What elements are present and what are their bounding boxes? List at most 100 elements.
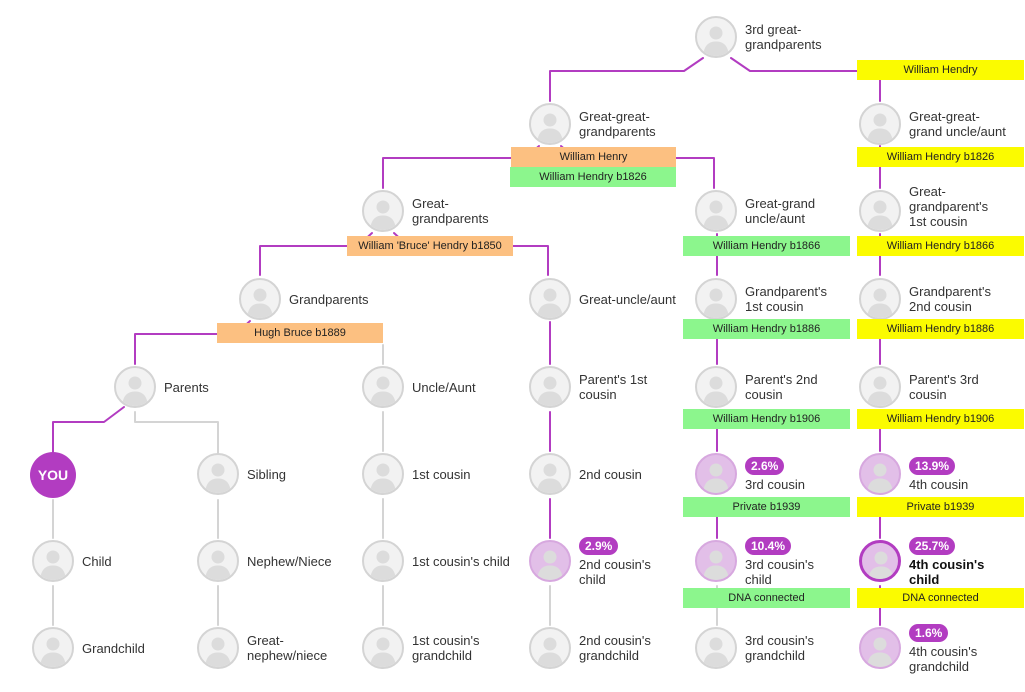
name-tag: Private b1939 [857,497,1024,517]
lineage-line [730,57,881,102]
avatar[interactable] [695,190,737,232]
relationship-label-line: 2nd cousin's [579,556,651,572]
person-silhouette-icon [537,113,563,143]
relationship-label-line: child [745,571,772,587]
person-silhouette-icon [868,551,894,579]
avatar[interactable] [859,540,901,582]
avatar[interactable] [32,540,74,582]
avatar[interactable] [362,540,404,582]
person-silhouette-icon [867,200,893,230]
person-silhouette-icon [122,376,148,406]
avatar[interactable] [529,627,571,669]
lineage-line [52,406,125,453]
relationship-label-line: 3rd great- [745,22,802,37]
avatar[interactable] [859,366,901,408]
name-tag: DNA connected [683,588,850,608]
avatar[interactable] [197,627,239,669]
person-silhouette-icon [370,463,396,493]
dna-percentage-badge: 25.7% [909,536,956,555]
relationship-label-line: Child [82,553,112,569]
relationship-label-line: cousin [745,387,783,402]
person-silhouette-icon [703,550,729,580]
relationship-label: Great-nephew/niece [247,633,327,663]
person-silhouette-icon [370,200,396,230]
person-silhouette-icon [703,637,729,667]
person-silhouette-icon [537,550,563,580]
relationship-label-line: cousin [579,387,617,402]
person-silhouette-icon [247,288,273,318]
name-tag: William 'Bruce' Hendry b1850 [347,236,513,256]
avatar[interactable] [239,278,281,320]
avatar[interactable] [859,453,901,495]
avatar[interactable] [859,190,901,232]
relationship-label-line: Nephew/Niece [247,553,332,569]
avatar[interactable] [695,16,737,58]
avatar[interactable] [859,278,901,320]
avatar[interactable] [859,627,901,669]
dna-percentage-badge: 13.9% [909,457,956,476]
avatar[interactable] [695,627,737,669]
person-silhouette-icon [205,463,231,493]
avatar[interactable] [529,540,571,582]
relationship-label-line: 1st cousin [909,214,968,229]
name-tag: William Hendry b1906 [683,409,850,429]
avatar[interactable] [695,453,737,495]
relationship-label-line: 3rd cousin [745,477,805,493]
connector-line [134,411,219,456]
person-silhouette-icon [537,288,563,318]
relationship-label-line: grandchild [745,648,805,663]
avatar[interactable] [197,453,239,495]
relationship-label-line: Grandchild [82,640,145,656]
avatar[interactable] [529,453,571,495]
name-tag: William Hendry b1826 [857,147,1024,167]
name-tag: William Hendry b1886 [857,319,1024,339]
relationship-label: Child [82,554,112,569]
relationship-label-line: Uncle/Aunt [412,379,476,395]
avatar[interactable] [695,540,737,582]
relationship-label-line: 4th cousin's [909,556,985,572]
relationship-label: 13.9%4th cousin [909,457,968,492]
person-silhouette-icon [40,637,66,667]
person-silhouette-icon [370,550,396,580]
relationship-label-line: grandparents [745,37,822,52]
relationship-label-line: grandchild [909,658,969,674]
avatar[interactable] [859,103,901,145]
avatar[interactable] [695,278,737,320]
person-silhouette-icon [537,376,563,406]
relationship-label: 2nd cousin [579,467,642,482]
avatar[interactable] [197,540,239,582]
avatar[interactable] [529,366,571,408]
relationship-label-line: Great- [247,633,284,648]
relationship-label-line: grandchild [412,648,472,663]
relationship-label-line: Grandparents [289,291,369,307]
avatar[interactable] [362,366,404,408]
name-tag: William Hendry b1866 [683,236,850,256]
relationship-label: Parents [164,380,209,395]
relationship-label-line: grand uncle/aunt [909,124,1006,139]
avatar[interactable] [695,366,737,408]
relationship-label-line: 3rd cousin's [745,556,814,572]
avatar[interactable] [529,278,571,320]
you-marker[interactable]: YOU [30,452,76,498]
relationship-label-line: grandparents [579,124,656,139]
relationship-label-line: Great- [909,184,946,199]
relationship-label: Great-grandparents [412,196,489,226]
dna-percentage-badge: 1.6% [909,623,949,642]
relationship-label-line: 4th cousin [909,477,969,493]
avatar[interactable] [362,627,404,669]
avatar[interactable] [114,366,156,408]
relationship-label: 1st cousin's child [412,554,510,569]
avatar[interactable] [529,103,571,145]
avatar[interactable] [362,453,404,495]
avatar[interactable] [362,190,404,232]
avatar[interactable] [32,627,74,669]
name-tag: Hugh Bruce b1889 [217,323,383,343]
lineage-line [549,57,704,102]
